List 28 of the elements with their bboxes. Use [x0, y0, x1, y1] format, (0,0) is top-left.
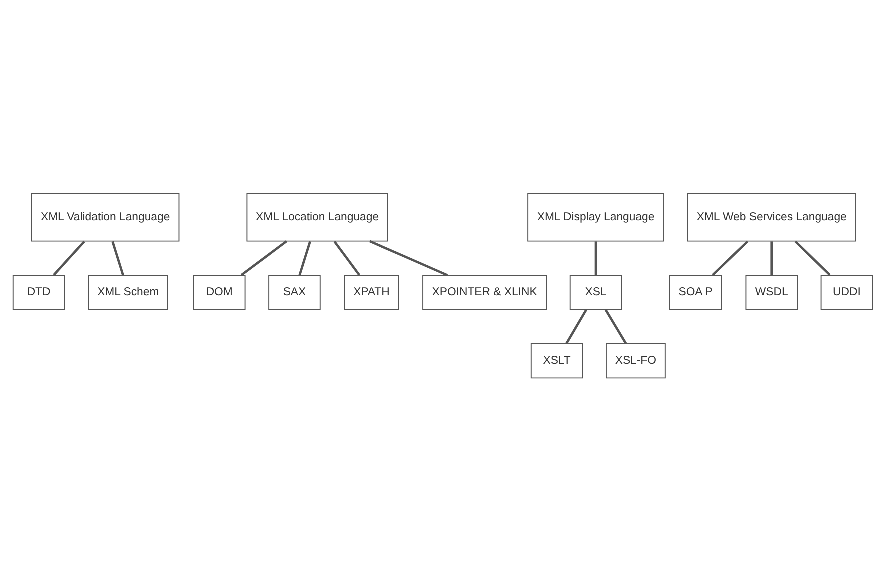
- node-box: XSLT: [530, 343, 584, 378]
- node-box: XSL-FO: [606, 343, 666, 378]
- node-box: XML Schem: [88, 274, 168, 310]
- node-box: XPATH: [344, 274, 400, 310]
- node-box: DTD: [12, 274, 66, 310]
- node-box: XML Location Language: [246, 192, 388, 242]
- connector: [334, 240, 360, 276]
- node-box: XML Web Services Language: [687, 192, 856, 242]
- connector: [594, 241, 598, 275]
- node-box: XPOINTER & XLINK: [422, 274, 548, 310]
- connector: [566, 308, 588, 344]
- node-box: XML Display Language: [528, 192, 664, 242]
- node-box: SOA P: [669, 274, 722, 310]
- connector: [112, 240, 124, 276]
- connector: [712, 240, 749, 276]
- connector: [794, 240, 831, 276]
- connector: [240, 240, 288, 276]
- node-box: SAX: [268, 274, 321, 310]
- node-box: UDDI: [820, 274, 874, 310]
- connector: [370, 240, 448, 276]
- node-box: DOM: [194, 274, 246, 310]
- connector: [770, 241, 774, 275]
- connector: [604, 308, 628, 344]
- node-box: XML Validation Language: [31, 192, 180, 242]
- node-box: XSL: [570, 274, 622, 310]
- connector: [53, 240, 86, 276]
- connector: [298, 240, 312, 276]
- node-box: WSDL: [746, 274, 798, 310]
